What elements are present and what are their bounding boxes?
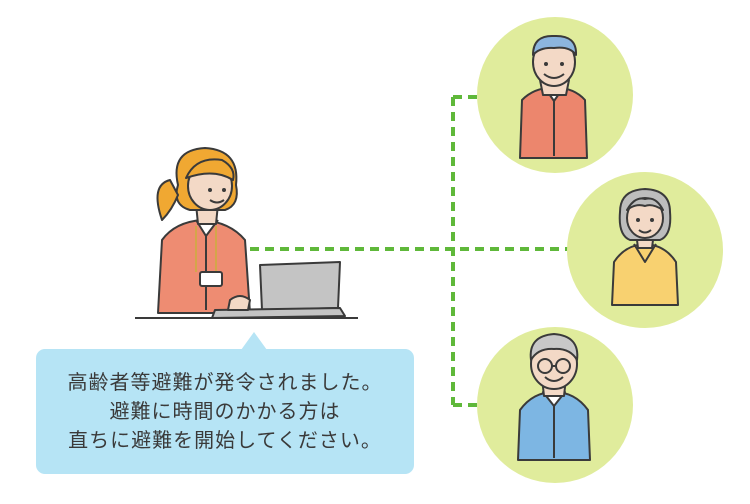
- operator-figure: [156, 147, 251, 314]
- elder-glasses-figure: [517, 333, 591, 461]
- message-bubble: 高齢者等避難が発令されました。 避難に時間のかかる方は 直ちに避難を開始してくだ…: [36, 332, 414, 474]
- message-line-3: 直ちに避難を開始してください。: [68, 428, 382, 452]
- message-line-2: 避難に時間のかかる方は: [109, 399, 341, 423]
- elder-man-figure: [519, 34, 588, 159]
- laptop-icon: [211, 261, 346, 319]
- message-line-1: 高齢者等避難が発令されました。: [67, 370, 383, 394]
- elder-woman-figure: [611, 188, 679, 306]
- connector-lines: [250, 95, 580, 407]
